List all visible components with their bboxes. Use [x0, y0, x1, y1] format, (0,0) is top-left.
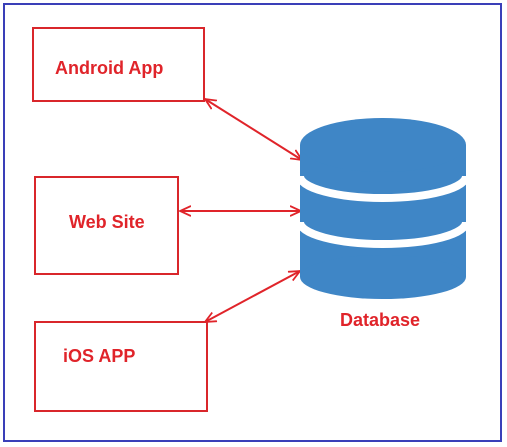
- ios-app-label: iOS APP: [63, 346, 136, 366]
- diagram-frame: [3, 3, 502, 442]
- website-box: [34, 176, 179, 275]
- android-app-box: [32, 27, 205, 102]
- arrow-ios-database: [205, 271, 300, 322]
- database-label: Database: [340, 310, 421, 330]
- arrow-android-database: [205, 99, 302, 160]
- website-label: Web Site: [69, 212, 145, 232]
- android-app-label: Android App: [55, 58, 164, 78]
- ios-app-box: [34, 321, 208, 412]
- database-cylinder-icon: [296, 118, 470, 299]
